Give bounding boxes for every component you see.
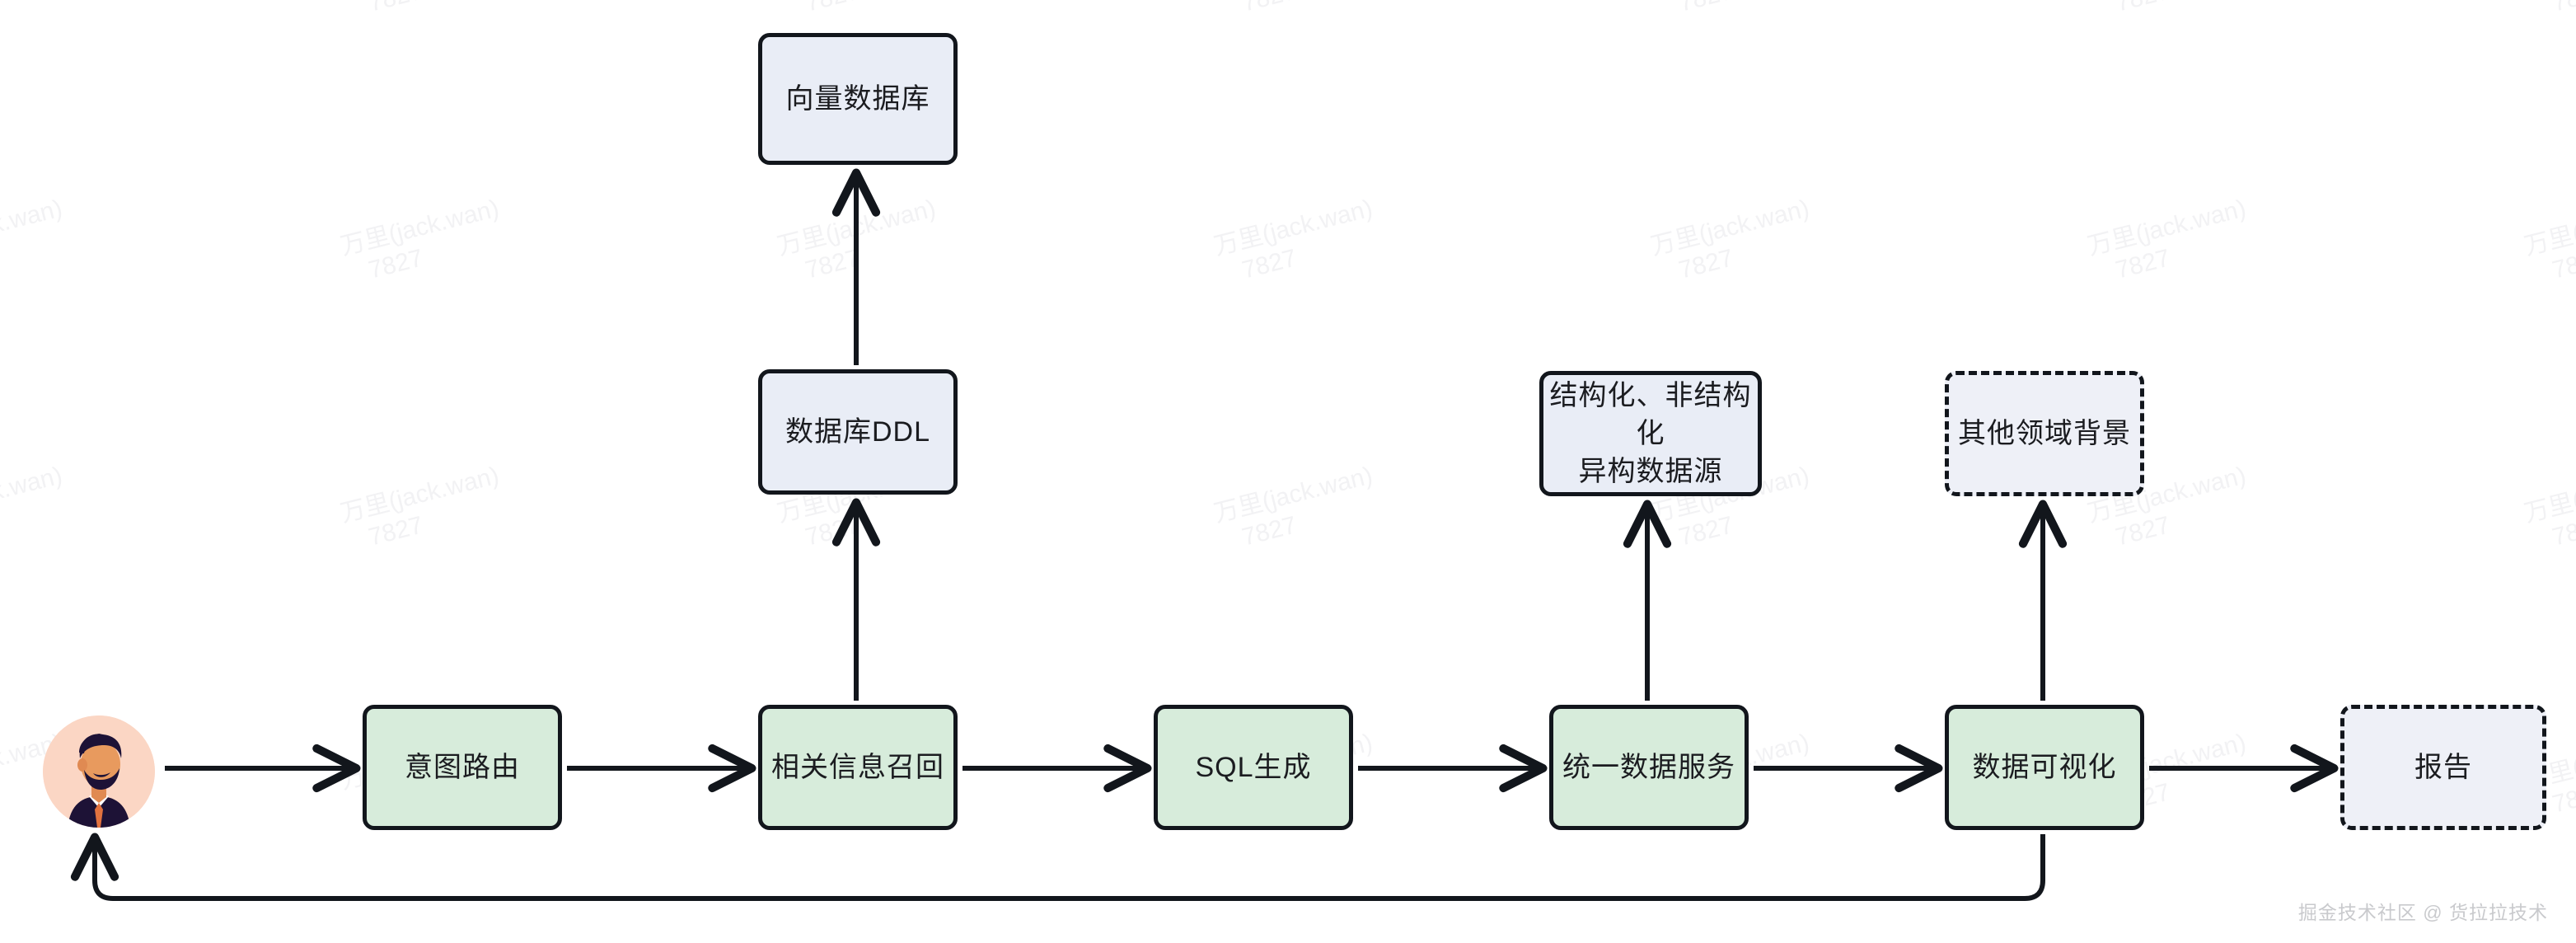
node-label: 其他领域背景	[1958, 418, 2131, 449]
node-report[interactable]: 报告	[2340, 705, 2546, 830]
node-label: 报告	[2414, 752, 2472, 783]
connector-feedback-loop	[70, 833, 2045, 901]
user-avatar[interactable]	[43, 715, 155, 828]
node-label: 数据库DDL	[785, 416, 931, 448]
credit-watermark: 掘金技术社区 @ 货拉拉技术	[2297, 902, 2548, 923]
node-label: 向量数据库	[785, 83, 930, 115]
node-intent-routing[interactable]: 意图路由	[363, 705, 562, 830]
node-label: 相关信息召回	[771, 752, 944, 783]
node-label: SQL生成	[1195, 752, 1312, 783]
user-avatar-icon	[43, 715, 155, 828]
node-info-recall[interactable]: 相关信息召回	[758, 705, 958, 830]
node-label: 意图路由	[405, 752, 520, 783]
node-other-domain[interactable]: 其他领域背景	[1945, 371, 2144, 496]
node-heterogeneous-source[interactable]: 结构化、非结构化 异构数据源	[1539, 371, 1762, 496]
node-vector-database[interactable]: 向量数据库	[758, 33, 958, 165]
node-unified-data-service[interactable]: 统一数据服务	[1549, 705, 1749, 830]
node-label: 统一数据服务	[1562, 752, 1735, 783]
node-database-ddl[interactable]: 数据库DDL	[758, 369, 958, 495]
node-label: 结构化、非结构化 异构数据源	[1549, 380, 1752, 487]
node-sql-generation[interactable]: SQL生成	[1154, 705, 1353, 830]
node-data-visualization[interactable]: 数据可视化	[1945, 705, 2144, 830]
node-label: 数据可视化	[1972, 752, 2117, 783]
